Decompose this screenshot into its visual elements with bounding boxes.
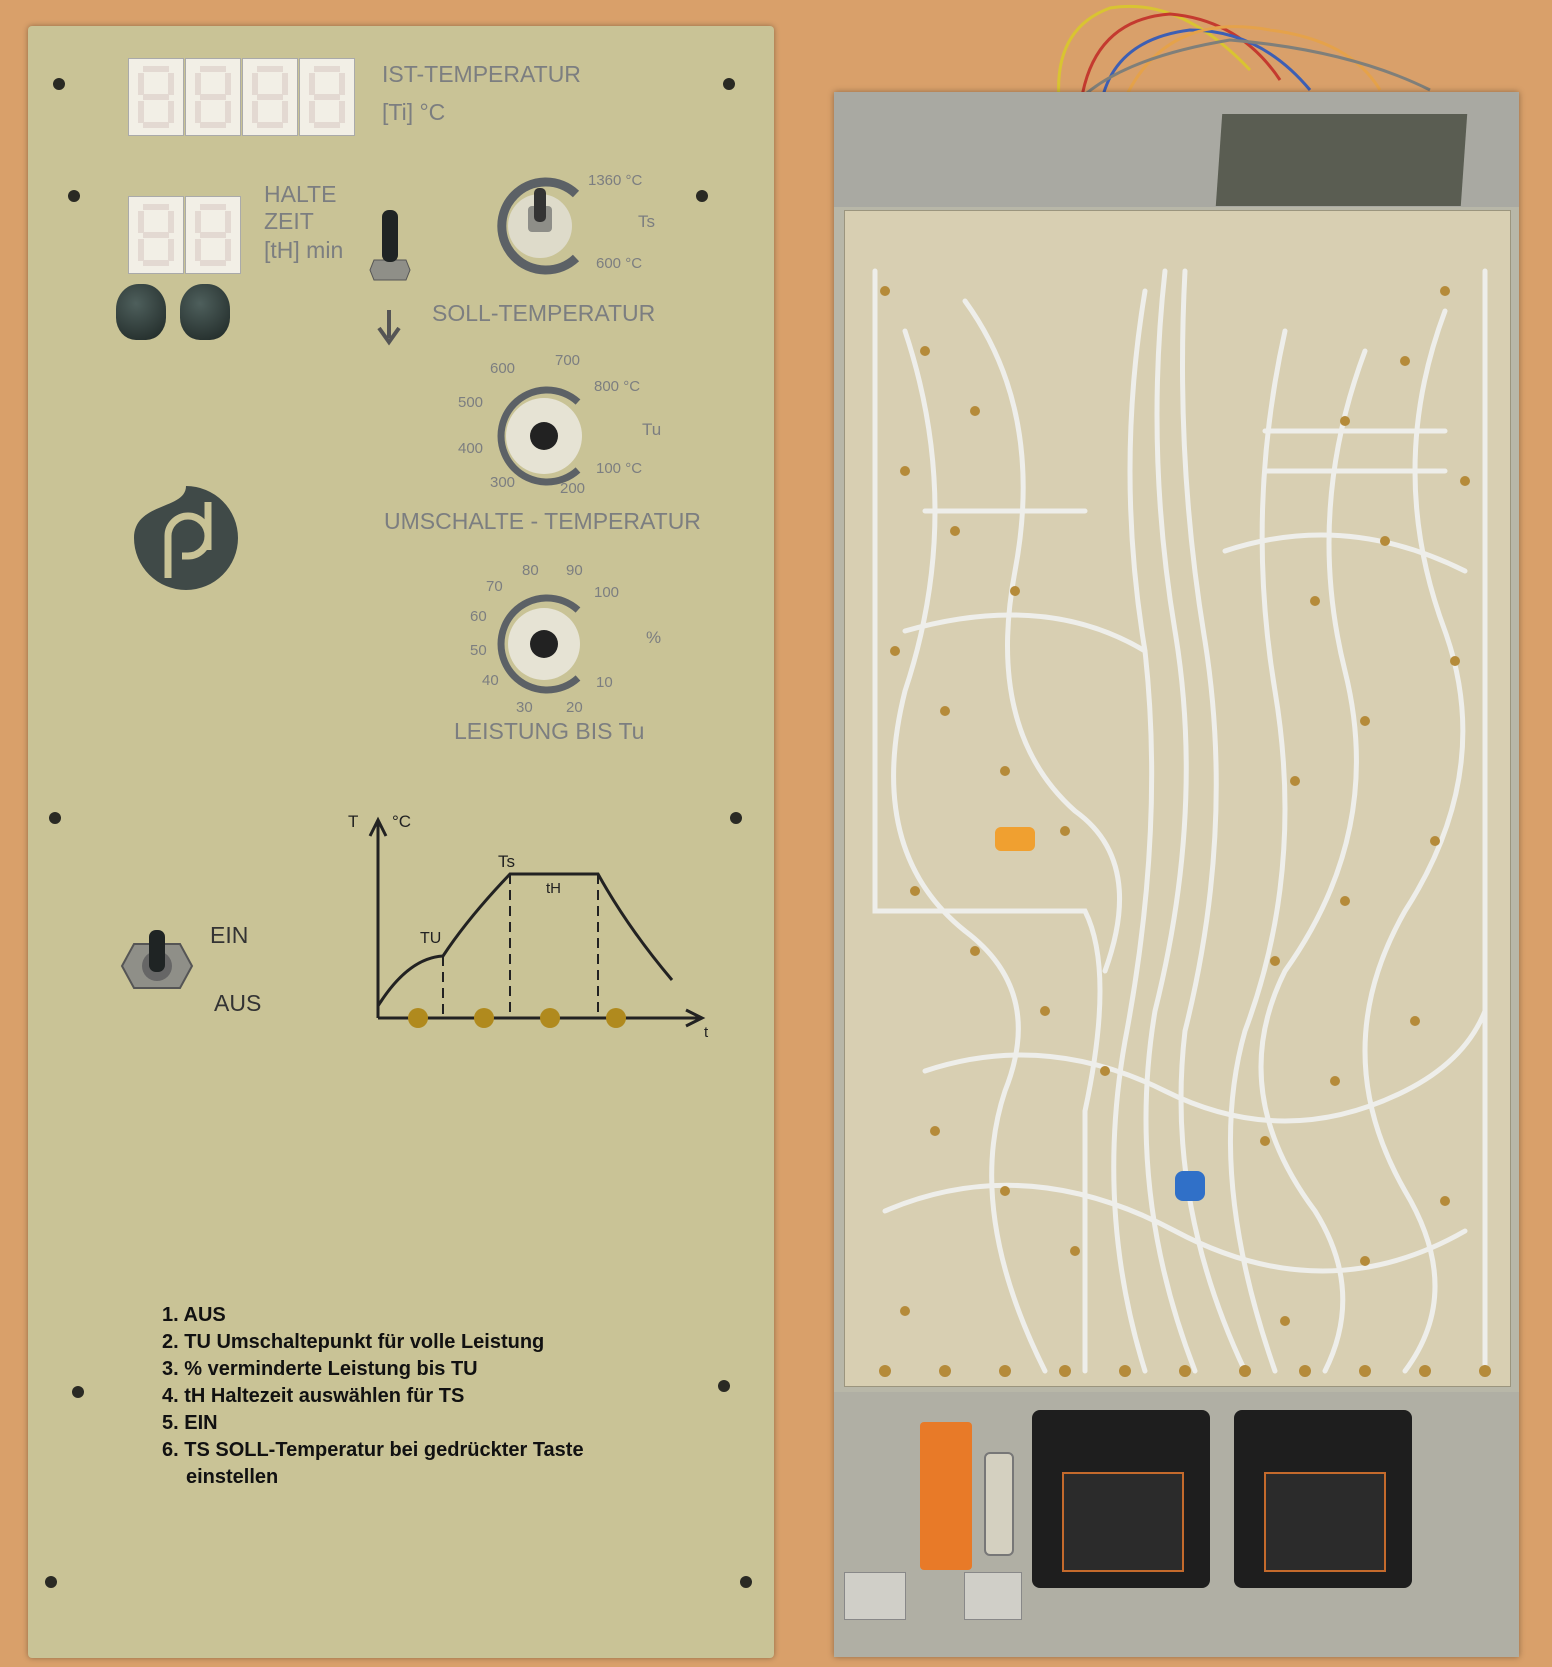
screw-icon: [49, 812, 61, 824]
hold-time-unit: [tH] min: [264, 237, 344, 263]
instruction-item: einstellen: [186, 1466, 279, 1488]
hold-time-label-2: ZEIT: [264, 208, 314, 234]
graph-th-label: tH: [546, 880, 561, 897]
back-circuit-board: [834, 92, 1519, 1657]
graph-tu-label: TU: [420, 930, 442, 947]
set-temp-min-label: 600 °C: [596, 255, 643, 272]
switch-temp-tick: 800 °C: [594, 378, 641, 395]
hold-time-label-1: HALTE: [264, 181, 337, 207]
switch-temp-tick: 500: [458, 394, 484, 411]
set-temp-toggle-switch[interactable]: [368, 208, 412, 298]
set-temp-symbol: Ts: [638, 212, 655, 231]
screw-icon: [740, 1576, 752, 1588]
temperature-profile-graph: T °C Ts tH TU t: [348, 808, 718, 1048]
transformer-label: [1264, 1472, 1386, 1572]
screw-icon: [718, 1380, 730, 1392]
instruction-item: 1. AUS: [162, 1304, 226, 1326]
screw-icon: [730, 812, 742, 824]
instruction-item: 2. TU Umschaltepunkt für volle Leistung: [162, 1331, 545, 1353]
arrow-down-icon: [374, 308, 404, 348]
front-panel: IST-TEMPERATUR [Ti] °C HALTE ZEIT [tH] m…: [28, 26, 774, 1658]
seven-segment-digit: [128, 58, 184, 136]
set-temp-dial[interactable]: [490, 176, 586, 276]
instruction-item: 6. TS SOLL-Temperatur bei gedrückter Tas…: [162, 1439, 584, 1461]
screw-icon: [53, 78, 65, 90]
seven-segment-digit: [299, 58, 355, 136]
switch-temp-symbol: Tu: [642, 420, 662, 439]
terminal-block: [964, 1572, 1022, 1620]
screw-icon: [72, 1386, 84, 1398]
screw-icon: [68, 190, 80, 202]
switch-temp-label: UMSCHALTE - TEMPERATUR: [384, 508, 701, 534]
graph-x-axis-label: t: [704, 1024, 709, 1041]
transformer-left: [1032, 1410, 1210, 1588]
switch-temp-tick: 100 °C: [596, 460, 643, 477]
switch-temp-tick: 600: [490, 360, 516, 377]
switch-temp-tick: 300: [490, 474, 516, 491]
screw-icon: [696, 190, 708, 202]
switch-temp-dial[interactable]: [494, 382, 590, 490]
pcb: [844, 210, 1511, 1387]
seven-segment-digit: [185, 196, 241, 274]
power-tick: 60: [470, 608, 487, 625]
hold-time-display: [128, 196, 241, 274]
switch-temp-tick: 700: [555, 352, 581, 369]
seven-segment-digit: [185, 58, 241, 136]
relay: [920, 1422, 972, 1570]
actual-temp-display: [128, 58, 355, 136]
seven-segment-digit: [128, 196, 184, 274]
transformer-label: [1062, 1472, 1184, 1572]
power-tick: 50: [470, 642, 487, 659]
power-tick: 40: [482, 672, 499, 689]
power-switch-off-label: AUS: [214, 990, 262, 1016]
switch-temp-tick: 200: [560, 480, 586, 497]
graph-unit-label: °C: [392, 812, 412, 831]
power-tick: 80: [522, 562, 539, 579]
power-tick: 100: [594, 584, 620, 601]
power-dial[interactable]: [494, 592, 590, 696]
hold-time-button-right[interactable]: [180, 284, 230, 340]
transformer-right: [1234, 1410, 1412, 1588]
screw-icon: [723, 78, 735, 90]
power-symbol: %: [646, 628, 662, 647]
switch-temp-tick: 400: [458, 440, 484, 457]
set-temp-max-label: 1360 °C: [588, 172, 643, 189]
power-tick: 90: [566, 562, 583, 579]
fuse: [984, 1452, 1014, 1556]
set-temp-label: SOLL-TEMPERATUR: [432, 300, 656, 326]
power-tick: 10: [596, 674, 613, 691]
seven-segment-digit: [242, 58, 298, 136]
ribbon-wires: [1050, 0, 1490, 120]
actual-temp-unit: [Ti] °C: [382, 99, 446, 125]
power-tick: 20: [566, 699, 583, 716]
terminal-block: [844, 1572, 906, 1620]
manufacturer-logo: [130, 482, 242, 594]
instruction-item: 5. EIN: [162, 1412, 218, 1434]
actual-temp-label: IST-TEMPERATUR: [382, 61, 581, 87]
screw-icon: [45, 1576, 57, 1588]
graph-ts-label: Ts: [498, 852, 515, 871]
instructions-list: 1. AUS 2. TU Umschaltepunkt für volle Le…: [162, 1302, 584, 1491]
power-label: LEISTUNG BIS Tu: [454, 718, 645, 744]
power-toggle-switch[interactable]: [120, 926, 194, 1006]
hold-time-button-left[interactable]: [116, 284, 166, 340]
instruction-item: 4. tH Haltezeit auswählen für TS: [162, 1385, 465, 1407]
power-switch-on-label: EIN: [210, 922, 249, 948]
power-tick: 30: [516, 699, 533, 716]
instruction-item: 3. % verminderte Leistung bis TU: [162, 1358, 478, 1380]
power-tick: 70: [486, 578, 503, 595]
display-board: [1215, 114, 1468, 206]
graph-y-axis-label: T: [348, 812, 359, 831]
